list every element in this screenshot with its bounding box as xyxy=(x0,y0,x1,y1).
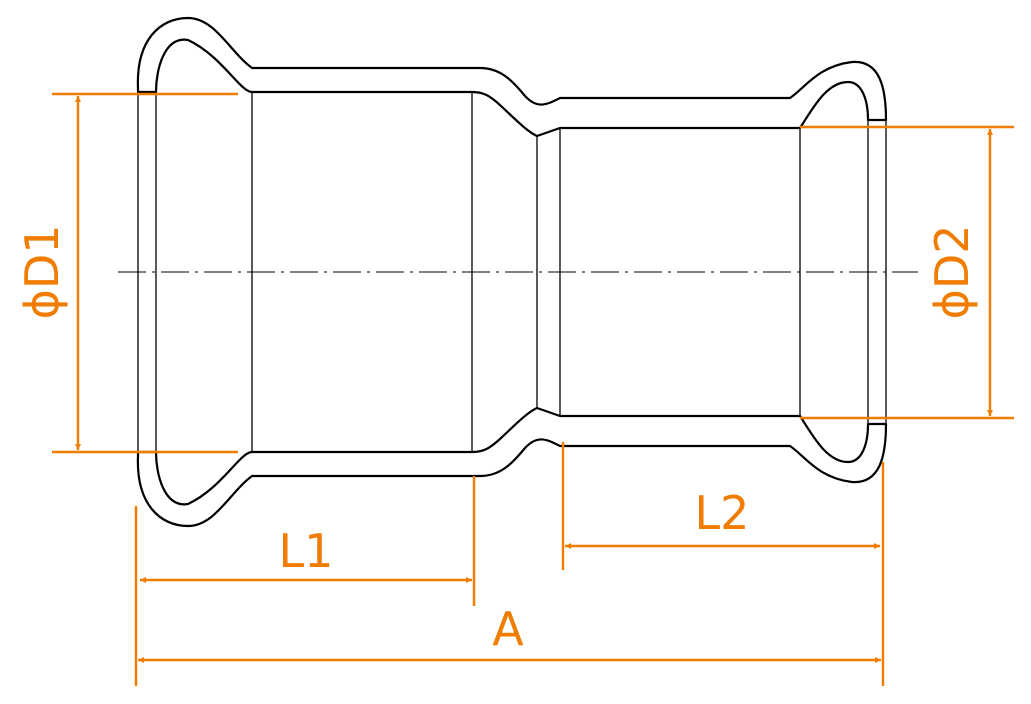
l2-dimension: L2 xyxy=(561,442,880,570)
a-dimension: A xyxy=(134,462,885,686)
a-label: A xyxy=(492,602,524,656)
bore-lines xyxy=(137,92,887,452)
d1-dimension: ϕD1 xyxy=(15,92,238,454)
d1-label: ϕD1 xyxy=(15,224,69,319)
l1-label: L1 xyxy=(279,524,334,578)
upper-wall xyxy=(136,16,888,138)
d2-dimension: ϕD2 xyxy=(800,125,1014,420)
lower-wall xyxy=(136,406,888,528)
l2-label: L2 xyxy=(695,486,750,540)
d2-label: ϕD2 xyxy=(925,224,979,319)
l1-dimension: L1 xyxy=(140,476,476,606)
